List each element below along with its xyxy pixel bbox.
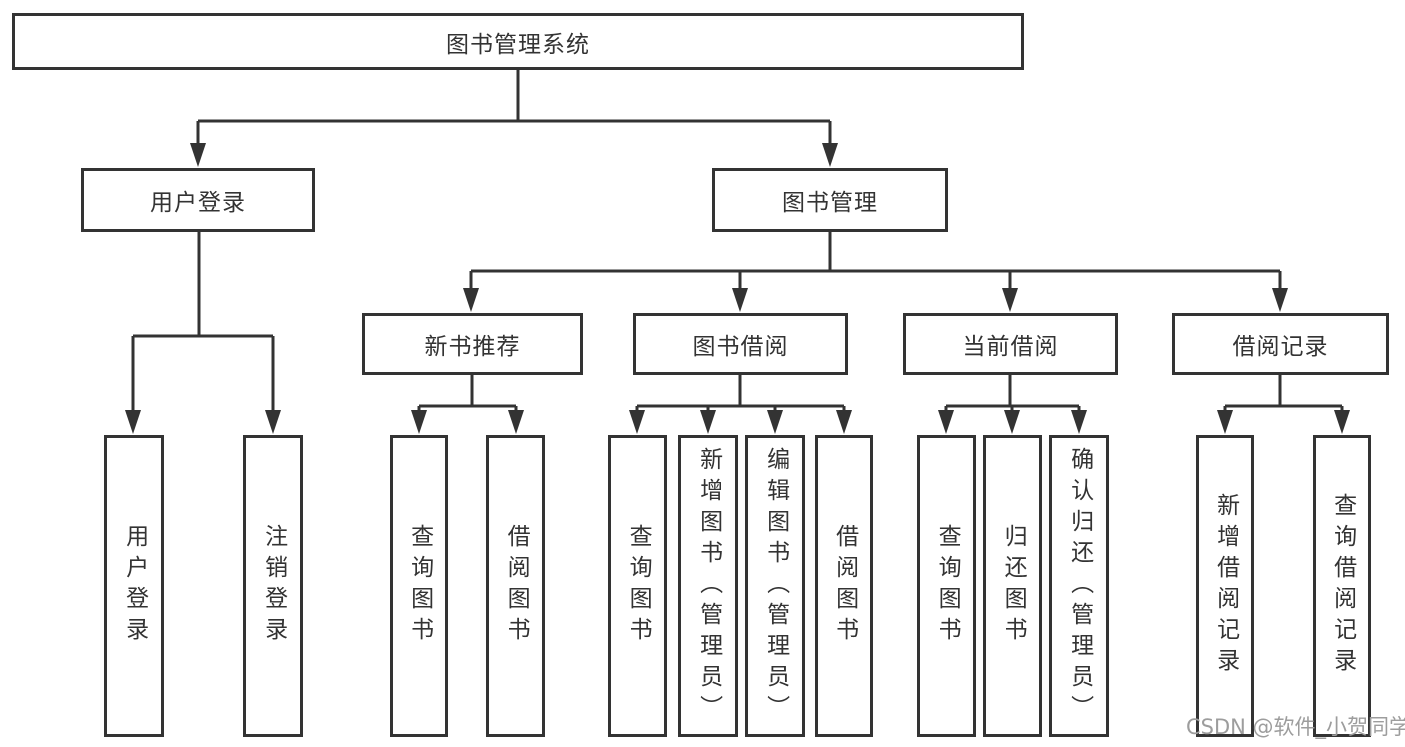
node-borrowing-records: 借阅记录 [1172, 313, 1389, 375]
leaf-query-borrow-record-label: 查询借阅记录 [1329, 493, 1356, 679]
leaf-add-borrow-record-label: 新增借阅记录 [1212, 493, 1239, 679]
leaf-rec-query-books-label: 查询图书 [406, 524, 433, 648]
leaf-rec-query-books: 查询图书 [390, 435, 448, 737]
leaf-add-borrow-record: 新增借阅记录 [1196, 435, 1254, 737]
node-new-book-recommend: 新书推荐 [362, 313, 583, 375]
leaf-return-books: 归还图书 [983, 435, 1042, 737]
leaf-current-query-books: 查询图书 [917, 435, 976, 737]
leaf-user-login-label: 用户登录 [121, 524, 148, 648]
leaf-edit-books-admin-label: 编辑图书（管理员） [762, 446, 789, 726]
leaf-confirm-return-admin-label: 确认归还（管理员） [1066, 446, 1093, 726]
node-user-login: 用户登录 [81, 168, 315, 232]
node-root-system: 图书管理系统 [12, 13, 1024, 70]
edge-borrow-records-branch [1223, 375, 1344, 422]
leaf-query-borrow-record: 查询借阅记录 [1313, 435, 1371, 737]
leaf-add-books-admin: 新增图书（管理员） [678, 435, 738, 737]
leaf-return-books-label: 归还图书 [1000, 524, 1027, 648]
leaf-user-login: 用户登录 [104, 435, 164, 737]
leaf-borrow-books-label: 借阅图书 [831, 524, 858, 648]
leaf-logout-label: 注销登录 [260, 524, 287, 648]
node-book-borrowing: 图书借阅 [633, 313, 848, 375]
csdn-watermark: CSDN @软件_小贺同学 [1186, 715, 1405, 739]
edge-paths [131, 70, 1344, 422]
leaf-current-query-books-label: 查询图书 [934, 524, 961, 648]
leaf-borrow-books: 借阅图书 [815, 435, 873, 737]
leaf-borrow-query-books: 查询图书 [608, 435, 667, 737]
edge-user-login-branch [131, 232, 275, 420]
edge-new-book-rec-branch [417, 375, 518, 422]
node-current-borrowing: 当前借阅 [903, 313, 1118, 375]
edge-root-to-level2 [196, 70, 832, 150]
edge-book-borrow-branch [635, 375, 846, 422]
leaf-rec-borrow-books-label: 借阅图书 [503, 524, 530, 648]
leaf-borrow-query-books-label: 查询图书 [625, 524, 652, 648]
leaf-confirm-return-admin: 确认归还（管理员） [1049, 435, 1109, 737]
edge-book-mgmt-branch [469, 232, 1282, 300]
leaf-add-books-admin-label: 新增图书（管理员） [695, 446, 722, 726]
leaf-edit-books-admin: 编辑图书（管理员） [745, 435, 805, 737]
node-book-management: 图书管理 [712, 168, 948, 232]
leaf-logout: 注销登录 [243, 435, 303, 737]
leaf-rec-borrow-books: 借阅图书 [486, 435, 545, 737]
